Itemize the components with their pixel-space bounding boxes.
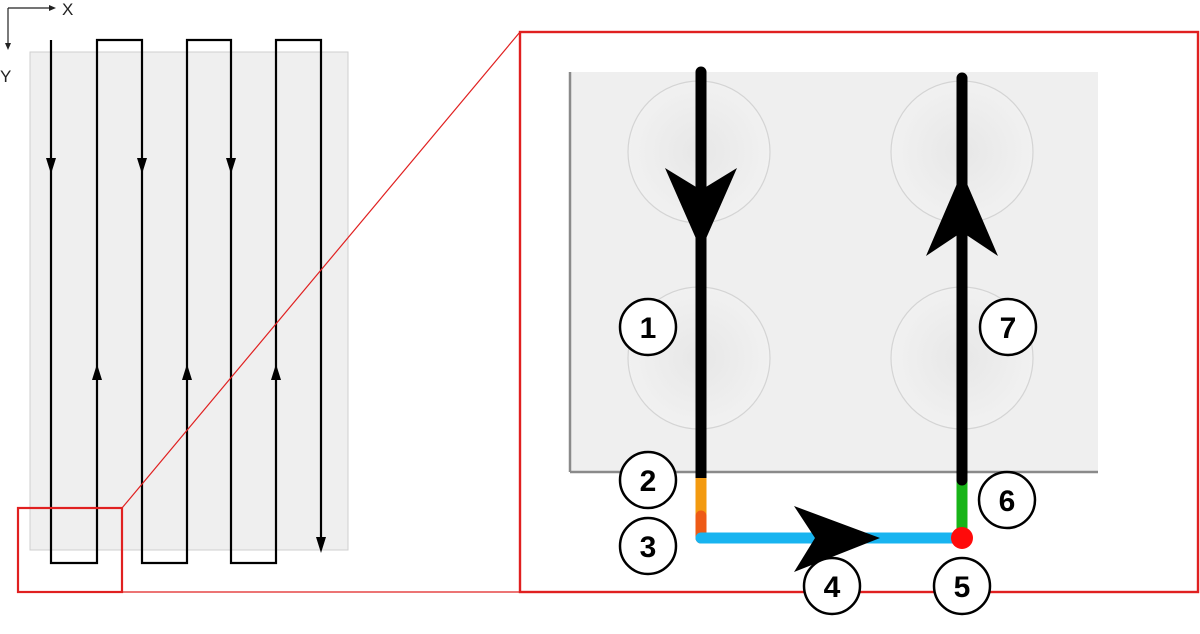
zoom-region-box	[16, 506, 124, 594]
arrow-down-icon	[316, 537, 326, 553]
axis-indicator: X Y	[0, 0, 73, 86]
arrow-down-icon	[137, 158, 147, 174]
svg-text:2: 2	[640, 465, 657, 498]
x-axis-label: X	[62, 0, 73, 19]
step-badge-1: 1	[618, 297, 678, 357]
step-badge-3: 3	[618, 516, 678, 576]
overview-panel: X Y	[0, 0, 349, 594]
zoom-connector	[121, 31, 521, 593]
arrow-up-icon	[92, 364, 102, 380]
svg-text:3: 3	[640, 531, 657, 564]
point-5-turnaround	[951, 527, 973, 549]
svg-text:7: 7	[1000, 312, 1017, 345]
arrow-up-icon	[182, 364, 192, 380]
arrow-right-icon	[794, 506, 880, 572]
svg-text:4: 4	[824, 571, 841, 604]
svg-text:5: 5	[954, 571, 971, 604]
step-badges: 1 2 3 4 5 6 7	[618, 297, 1038, 616]
arrow-up-icon	[271, 364, 281, 380]
arrow-down-icon	[665, 168, 737, 250]
zoom-detail-panel: 1 2 3 4 5 6 7	[518, 30, 1200, 616]
step-badge-2: 2	[618, 450, 678, 510]
step-badge-7: 7	[978, 297, 1038, 357]
arrow-down-icon	[46, 158, 56, 174]
y-axis-label: Y	[0, 67, 11, 86]
direction-arrows	[46, 158, 326, 553]
plate-area	[29, 51, 349, 551]
step-badge-6: 6	[977, 470, 1037, 530]
serpentine-scan-path	[49, 38, 323, 565]
arrow-down-icon	[226, 158, 236, 174]
step-badge-5: 5	[932, 556, 992, 616]
svg-text:1: 1	[640, 312, 657, 345]
svg-text:6: 6	[999, 485, 1016, 518]
step-badge-4: 4	[802, 556, 862, 616]
arrow-up-icon	[926, 172, 998, 256]
